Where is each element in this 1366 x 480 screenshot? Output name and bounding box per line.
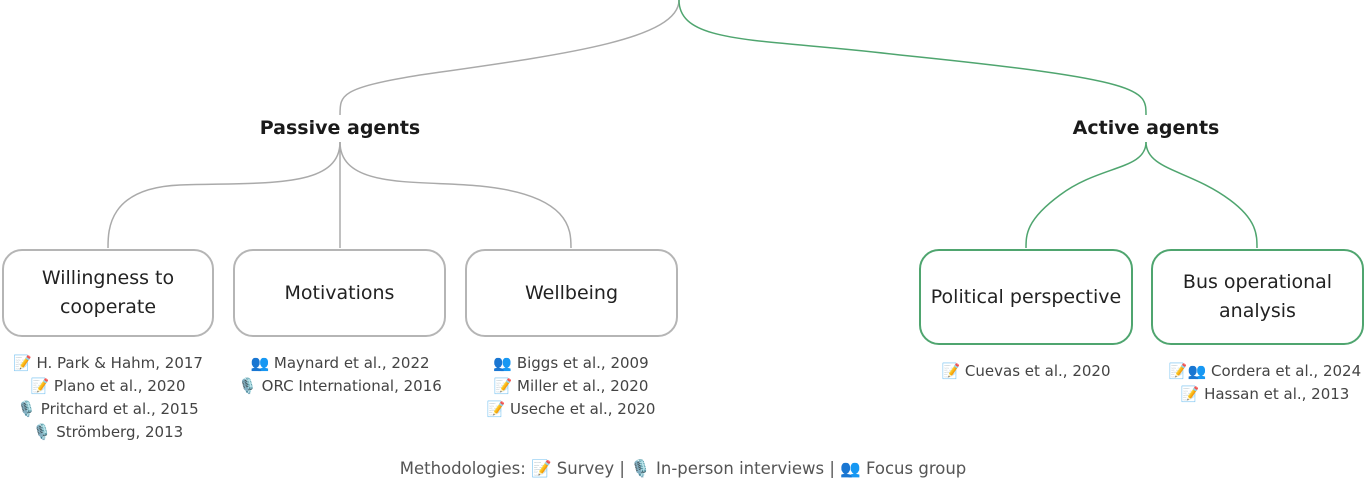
reference: 📝 Useche et al., 2020: [486, 400, 656, 418]
category-bus-operational-analysis: Bus operational analysis: [1151, 249, 1364, 345]
connector-passive-wellbeing: [339, 141, 572, 249]
refs-bus: 📝👥 Cordera et al., 2024 📝 Hassan et al.,…: [1169, 360, 1361, 406]
reference: 📝 Cuevas et al., 2020: [941, 362, 1111, 380]
connector-root-passive: [339, 0, 680, 116]
methodologies-legend: Methodologies: 📝 Survey | 🎙️ In-person i…: [399, 459, 967, 478]
group-passive-agents: Passive agents: [259, 117, 421, 139]
category-motivations: Motivations: [233, 249, 446, 337]
connector-root-active: [678, 0, 1147, 116]
group-active-agents: Active agents: [1072, 117, 1220, 139]
category-political-perspective: Political perspective: [919, 249, 1133, 345]
reference: 📝 Miller et al., 2020: [493, 377, 649, 395]
category-wellbeing: Wellbeing: [465, 249, 678, 337]
reference: 👥 Biggs et al., 2009: [493, 354, 649, 372]
reference: 🎙️ ORC International, 2016: [238, 377, 442, 395]
refs-willingness: 📝 H. Park & Hahm, 2017 📝 Plano et al., 2…: [13, 352, 203, 444]
connector-active-political: [1025, 141, 1147, 249]
reference: 📝 Plano et al., 2020: [30, 377, 186, 395]
refs-wellbeing: 👥 Biggs et al., 2009 📝 Miller et al., 20…: [487, 352, 656, 421]
connector-active-bus: [1145, 141, 1258, 249]
category-willingness-to-cooperate: Willingness to cooperate: [2, 249, 214, 337]
reference: 🎙️ Strömberg, 2013: [32, 423, 184, 441]
refs-political: 📝 Cuevas et al., 2020: [941, 360, 1110, 383]
reference: 📝 H. Park & Hahm, 2017: [13, 354, 203, 372]
refs-motivations: 👥 Maynard et al., 2022 🎙️ ORC Internatio…: [238, 352, 442, 398]
connector-passive-willingness: [107, 141, 341, 249]
reference: 📝 Hassan et al., 2013: [1180, 385, 1350, 403]
reference: 🎙️ Pritchard et al., 2015: [17, 400, 199, 418]
reference: 👥 Maynard et al., 2022: [250, 354, 430, 372]
reference: 📝👥 Cordera et al., 2024: [1168, 362, 1362, 380]
